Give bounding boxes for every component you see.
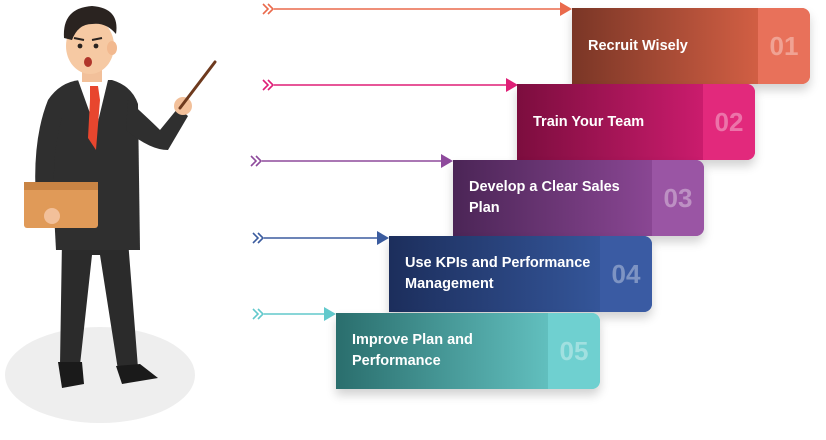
floor-shadow bbox=[5, 327, 195, 423]
arrow-05-shape bbox=[252, 307, 336, 321]
step-3-number: 03 bbox=[652, 160, 704, 236]
arrow-02 bbox=[262, 77, 518, 93]
step-2-number: 02 bbox=[703, 84, 755, 160]
step-2-label: Train Your Team bbox=[533, 113, 645, 130]
arrow-01-shape bbox=[262, 2, 572, 16]
step-5-number: 05 bbox=[548, 313, 600, 389]
step-1: Recruit Wisely 01 bbox=[572, 8, 810, 84]
presenter-illustration bbox=[5, 6, 217, 423]
step-1-number: 01 bbox=[758, 8, 810, 84]
arrow-01 bbox=[262, 1, 572, 17]
step-1-label: Recruit Wisely bbox=[588, 37, 688, 54]
step-5-label: Improve Plan and Performance bbox=[352, 332, 473, 369]
arrow-03 bbox=[250, 153, 453, 169]
step-5: Improve Plan and Performance 05 bbox=[336, 313, 600, 389]
arrow-05 bbox=[252, 306, 336, 322]
step-3-label: Develop a Clear Sales Plan bbox=[469, 179, 620, 216]
arrow-02-shape bbox=[262, 78, 518, 92]
step-4: Use KPIs and Performance Management 04 bbox=[389, 236, 652, 312]
arrow-04-shape bbox=[252, 231, 389, 245]
step-3: Develop a Clear Sales Plan 03 bbox=[453, 160, 704, 236]
step-2: Train Your Team 02 bbox=[517, 84, 755, 160]
arrow-03-shape bbox=[250, 154, 453, 168]
step-4-number: 04 bbox=[600, 236, 652, 312]
arrow-04 bbox=[252, 230, 389, 246]
step-4-label: Use KPIs and Performance Management bbox=[405, 255, 591, 292]
